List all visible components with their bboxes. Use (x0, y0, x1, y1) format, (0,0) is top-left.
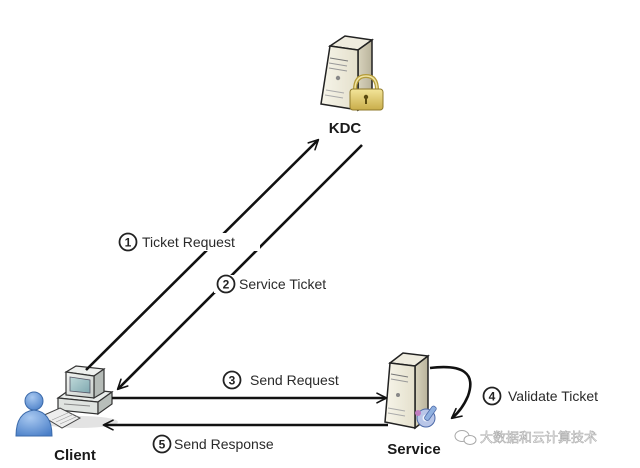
server-gear-icon (384, 352, 437, 430)
step-number-badge (222, 370, 242, 390)
step-number: 4 (489, 390, 496, 404)
arrow-step-1 (85, 138, 320, 371)
step-4-label: 4 Validate Ticket (482, 386, 598, 406)
kdc-node: KDC (320, 35, 384, 137)
kdc-label: KDC (329, 120, 362, 137)
step-text: Send Response (174, 436, 274, 452)
client-node: Client (15, 365, 118, 464)
arrows (85, 138, 472, 431)
step-5-label: 5 Send Response (152, 434, 274, 454)
server-lock-icon (320, 35, 384, 112)
step-text: Service Ticket (239, 276, 326, 292)
step-3-label: 3 Send Request (222, 370, 339, 390)
computer-user-icon (15, 365, 118, 437)
step-number: 3 (229, 374, 236, 388)
arrow-step-4 (429, 365, 472, 420)
watermark-text: 大数据和云计算技术 (480, 431, 597, 446)
service-node: Service (384, 352, 441, 458)
watermark: 大数据和云计算技术 (454, 430, 597, 446)
step-number: 2 (223, 278, 230, 292)
step-number-badge (216, 274, 236, 294)
service-label: Service (387, 441, 440, 458)
step-text: Validate Ticket (508, 388, 598, 404)
step-number-badge (118, 232, 138, 252)
step-number-badge (482, 386, 502, 406)
wechat-icon (454, 430, 477, 445)
arrow-step-2 (116, 144, 363, 391)
step-1-label: 1 Ticket Request (114, 232, 260, 252)
step-number-badge (152, 434, 172, 454)
step-text: Ticket Request (142, 234, 235, 250)
client-label: Client (54, 447, 96, 464)
step-2-label: 2 Service Ticket (214, 274, 344, 294)
step-number: 5 (159, 438, 166, 452)
step-number: 1 (125, 236, 132, 250)
step-text: Send Request (250, 372, 339, 388)
